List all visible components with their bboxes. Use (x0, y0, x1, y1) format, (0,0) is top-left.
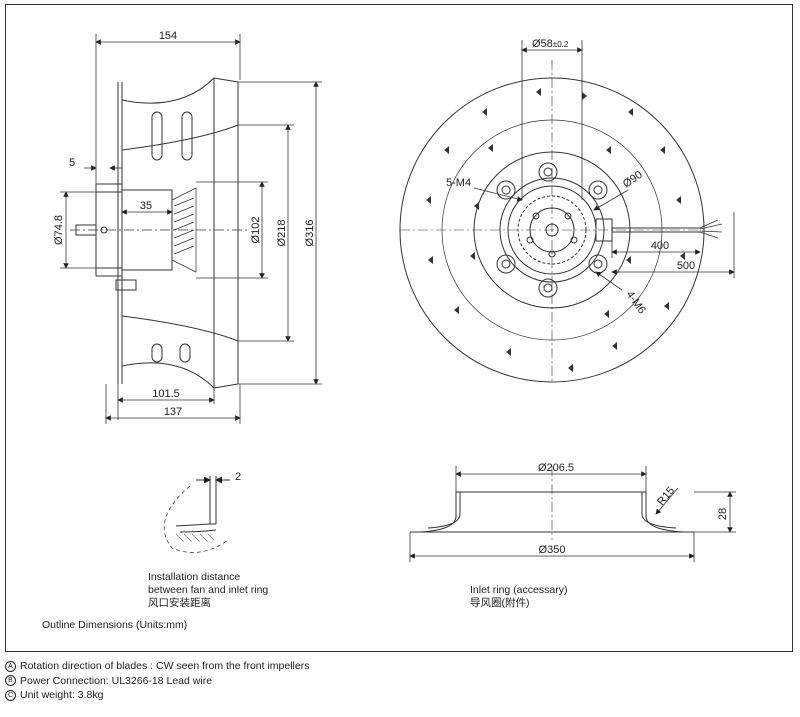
label-5-m4: 5-M4 (446, 177, 471, 189)
dim-154: 154 (159, 30, 177, 42)
label-4-m6: 4-M6 (624, 289, 648, 316)
dim-350: Ø350 (539, 544, 566, 556)
detail-caption: Installation distance between fan and in… (148, 571, 268, 610)
note-a: A Rotation direction of blades : CW seen… (5, 659, 309, 674)
dim-74-8: Ø74.8 (53, 215, 65, 245)
dim-206-5: Ø206.5 (538, 462, 574, 474)
dim-400: 400 (651, 240, 669, 252)
dim-2: 2 (235, 471, 241, 483)
front-view-labels: Ø58±0.2 5-M4 Ø90 4-M6 400 500 (446, 38, 695, 316)
drawing-frame (5, 4, 793, 652)
note-marker-b: B (5, 675, 16, 687)
dim-58: Ø58±0.2 (532, 38, 569, 50)
detail-caption-en-2: between fan and inlet ring (148, 584, 269, 596)
note-marker-a: A (5, 660, 16, 672)
front-view (399, 60, 723, 384)
side-view-dimensions (60, 34, 322, 424)
dim-90: Ø90 (621, 169, 645, 191)
inlet-ring-labels: Ø206.5 Ø350 R15 28 (538, 462, 729, 556)
dim-137: 137 (164, 406, 182, 418)
note-text-a: Rotation direction of blades : CW seen f… (20, 660, 310, 672)
note-c: C Unit weight: 3.8kg (5, 688, 309, 703)
dim-500: 500 (677, 260, 695, 272)
front-view-dimensions (473, 40, 735, 291)
dim-r15: R15 (655, 485, 677, 508)
dim-5: 5 (69, 157, 75, 169)
notes: A Rotation direction of blades : CW seen… (5, 659, 309, 703)
inlet-ring-caption-cn: 导风圈(附件) (470, 597, 530, 609)
inlet-ring-caption: Inlet ring (accessary) 导风圈(附件) (470, 584, 567, 610)
dim-102: Ø102 (250, 217, 262, 244)
side-view-labels: 154 5 35 Ø74.8 Ø102 Ø218 Ø316 101.5 137 (53, 30, 316, 418)
inlet-ring-caption-en: Inlet ring (accessary) (470, 584, 568, 596)
outline-dimensions-label: Outline Dimensions (Units:mm) (42, 619, 188, 631)
note-marker-c: C (5, 689, 16, 701)
detail-caption-en-1: Installation distance (148, 571, 241, 583)
side-view (75, 77, 239, 389)
dim-101-5: 101.5 (152, 388, 180, 400)
note-text-c: Unit weight: 3.8kg (20, 689, 104, 701)
dim-316: Ø316 (304, 220, 316, 247)
dim-218: Ø218 (276, 220, 288, 247)
inlet-ring-dimensions (409, 466, 736, 562)
note-text-b: Power Connection: UL3266-18 Lead wire (20, 674, 213, 687)
dim-35: 35 (140, 200, 152, 212)
installation-detail (163, 476, 230, 553)
note-b: B Power Connection: UL3266-18 Lead wire (5, 674, 309, 689)
detail-caption-cn: 风口安装距离 (148, 597, 211, 609)
dim-28: 28 (717, 508, 729, 520)
inlet-ring-view (410, 466, 694, 540)
